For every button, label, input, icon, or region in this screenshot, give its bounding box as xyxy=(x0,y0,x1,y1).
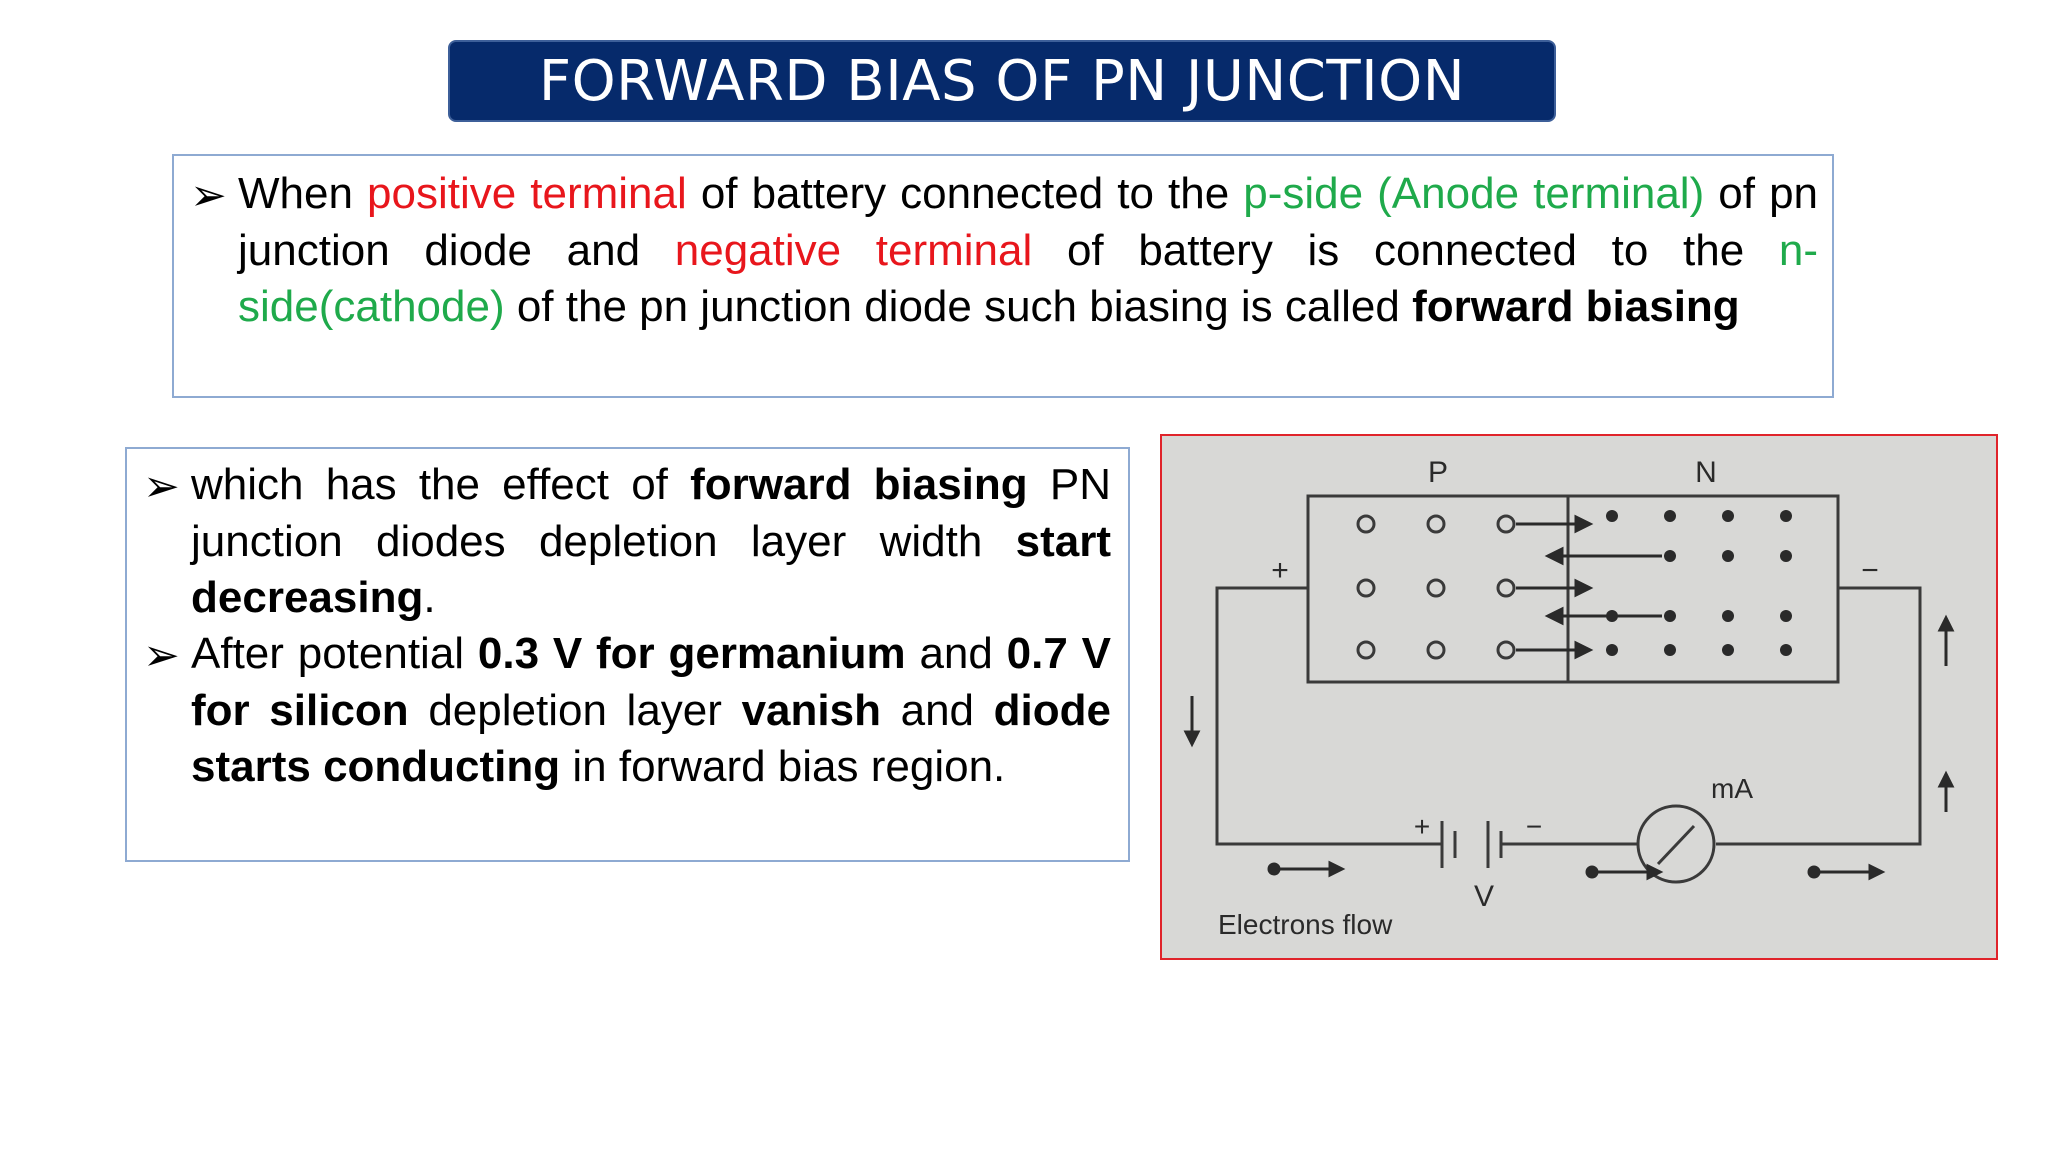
definition-box: ➢ When positive terminal of battery conn… xyxy=(172,154,1834,398)
page-title: FORWARD BIAS OF PN JUNCTION xyxy=(538,48,1466,114)
n-label: N xyxy=(1695,456,1717,489)
text-segment: When xyxy=(238,169,368,218)
definition-text: When positive terminal of battery connec… xyxy=(238,166,1818,336)
text-segment: in forward bias region. xyxy=(560,742,1006,791)
positive-terminal-text: positive terminal xyxy=(367,169,687,218)
bold-term: start decreasing xyxy=(191,516,1111,623)
circuit-figure: P N + − + − V mA Electrons flow xyxy=(1160,434,1998,960)
p-side-text: p-side (Anode terminal) xyxy=(1243,169,1705,218)
n-side-text: n-side(cathode) xyxy=(238,225,1819,332)
effects-box: ➢ which has the effect of forward biasin… xyxy=(125,447,1130,862)
bold-term: vanish xyxy=(741,685,881,735)
bold-term: 0.7 V for silicon xyxy=(191,629,1111,735)
arrowhead-bullet-icon: ➢ xyxy=(143,462,180,511)
meter-label: mA xyxy=(1711,773,1753,804)
right-wire xyxy=(1716,586,1922,846)
bold-term: diode starts conducting xyxy=(191,685,1111,792)
figure-caption: Electrons flow xyxy=(1218,909,1393,940)
text-segment: of battery connected to the xyxy=(686,169,1244,218)
bold-term: 0.3 V for germanium xyxy=(477,629,906,678)
arrowhead-bullet-icon: ➢ xyxy=(143,631,180,680)
battery-plus-label: + xyxy=(1414,811,1430,842)
battery-voltage-label: V xyxy=(1474,880,1494,913)
circuit-diagram: P N + − + − V mA Electrons flow xyxy=(1183,456,1955,940)
milliammeter xyxy=(1636,804,1716,884)
left-wire xyxy=(1215,586,1442,846)
text-segment: and xyxy=(905,629,1007,678)
forward-biasing-term: forward biasing xyxy=(1412,282,1740,331)
battery-minus-label: − xyxy=(1526,811,1542,842)
title-bar: FORWARD BIAS OF PN JUNCTION xyxy=(448,40,1556,122)
minus-terminal-label: − xyxy=(1861,554,1879,587)
plus-terminal-label: + xyxy=(1271,554,1289,587)
p-label: P xyxy=(1428,456,1448,489)
negative-terminal-text: negative terminal xyxy=(674,225,1033,275)
depletion-text: which has the effect of forward biasing … xyxy=(191,457,1111,627)
text-segment: and xyxy=(880,685,994,735)
arrowhead-bullet-icon: ➢ xyxy=(190,171,227,220)
text-segment: depletion layer xyxy=(408,685,742,735)
text-segment: of battery is connected to the xyxy=(1032,225,1779,275)
bold-term: forward biasing xyxy=(690,460,1028,509)
threshold-text: After potential 0.3 V for germanium and … xyxy=(191,626,1111,796)
text-segment: of pn junction diode and xyxy=(238,169,1819,275)
text-segment: . xyxy=(423,573,436,622)
text-segment: which has the effect of xyxy=(191,460,691,509)
text-segment: PN junction diodes depletion layer width xyxy=(191,460,1111,566)
text-segment: of the pn junction diode such biasing is… xyxy=(504,282,1413,331)
text-segment: After potential xyxy=(191,629,478,678)
